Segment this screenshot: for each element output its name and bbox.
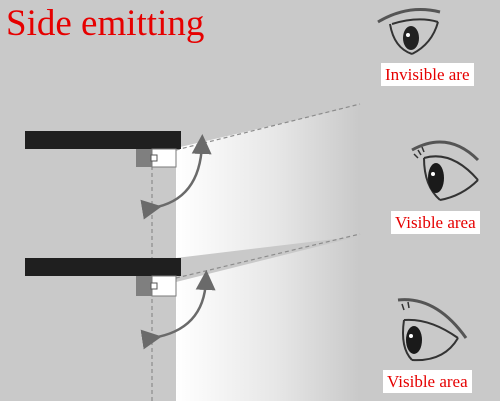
led-housing-top bbox=[136, 149, 152, 167]
panel-top bbox=[25, 131, 181, 149]
label-visible-area-middle: Visible area bbox=[391, 211, 480, 234]
diagram-title: Side emitting bbox=[6, 3, 205, 44]
eye-middle-icon bbox=[411, 140, 480, 201]
label-invisible-area: Invisible are bbox=[381, 63, 474, 86]
angle-arrow-top bbox=[140, 134, 212, 220]
angle-arrow-bottom bbox=[140, 270, 216, 350]
light-beam-bottom bbox=[176, 236, 360, 401]
eye-top-icon bbox=[377, 8, 441, 55]
led-housing-middle bbox=[136, 276, 152, 296]
led-middle bbox=[150, 282, 158, 290]
led-top bbox=[150, 154, 158, 162]
label-visible-area-bottom: Visible area bbox=[383, 370, 472, 393]
light-beam-top bbox=[176, 105, 360, 258]
eye-bottom-icon bbox=[397, 298, 468, 362]
panel-middle bbox=[25, 258, 181, 276]
